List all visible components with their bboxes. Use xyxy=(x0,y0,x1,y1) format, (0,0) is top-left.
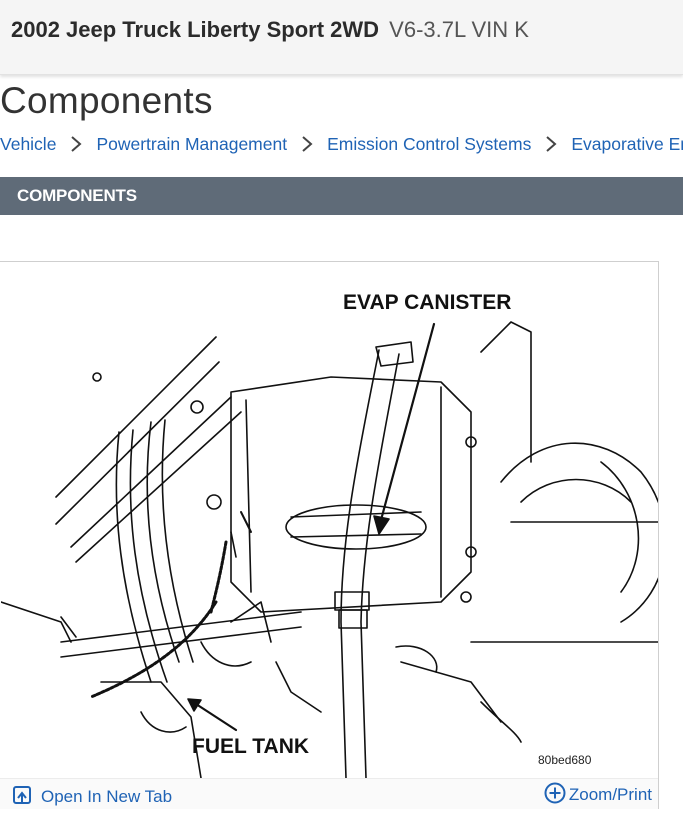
vehicle-engine: V6-3.7L VIN K xyxy=(389,17,529,42)
breadcrumb-vehicle[interactable]: Vehicle xyxy=(0,133,57,154)
section-header: COMPONENTS xyxy=(0,177,683,215)
breadcrumb: Vehicle Powertrain Management Emission Con… xyxy=(0,133,683,157)
chevron-right-icon xyxy=(302,136,313,153)
vehicle-header: 2002 Jeep Truck Liberty Sport 2WD V6-3.7… xyxy=(0,0,683,75)
breadcrumb-evaporative[interactable]: Evaporative Emissions System xyxy=(571,133,683,154)
open-in-new-tab-label: Open In New Tab xyxy=(41,787,173,806)
label-fuel-tank: FUEL TANK xyxy=(192,735,310,758)
zoom-print-label: Zoom/Print xyxy=(568,785,652,804)
page-title: Components xyxy=(0,80,213,121)
breadcrumb-powertrain[interactable]: Powertrain Management xyxy=(96,133,288,154)
open-in-new-tab-link[interactable]: Open In New Tab xyxy=(13,786,172,807)
evap-canister-diagram[interactable] xyxy=(1,262,658,778)
plus-circle-icon xyxy=(544,782,566,804)
open-in-new-tab-icon xyxy=(13,786,31,804)
vehicle-name: 2002 Jeep Truck Liberty Sport 2WD xyxy=(11,17,380,42)
vehicle-title: 2002 Jeep Truck Liberty Sport 2WD V6-3.7… xyxy=(11,17,529,43)
figure-footer: Open In New Tab Zoom/Print xyxy=(0,778,658,809)
figure-card: EVAP CANISTER FUEL TANK 80bed680 Open In… xyxy=(0,261,659,809)
label-evap-canister: EVAP CANISTER xyxy=(343,291,512,314)
zoom-print-link[interactable]: Zoom/Print xyxy=(544,782,652,805)
chevron-right-icon xyxy=(71,136,82,153)
figure-code: 80bed680 xyxy=(538,753,592,767)
section-title: COMPONENTS xyxy=(17,186,137,205)
breadcrumb-emission[interactable]: Emission Control Systems xyxy=(327,133,532,154)
chevron-right-icon xyxy=(546,136,557,153)
